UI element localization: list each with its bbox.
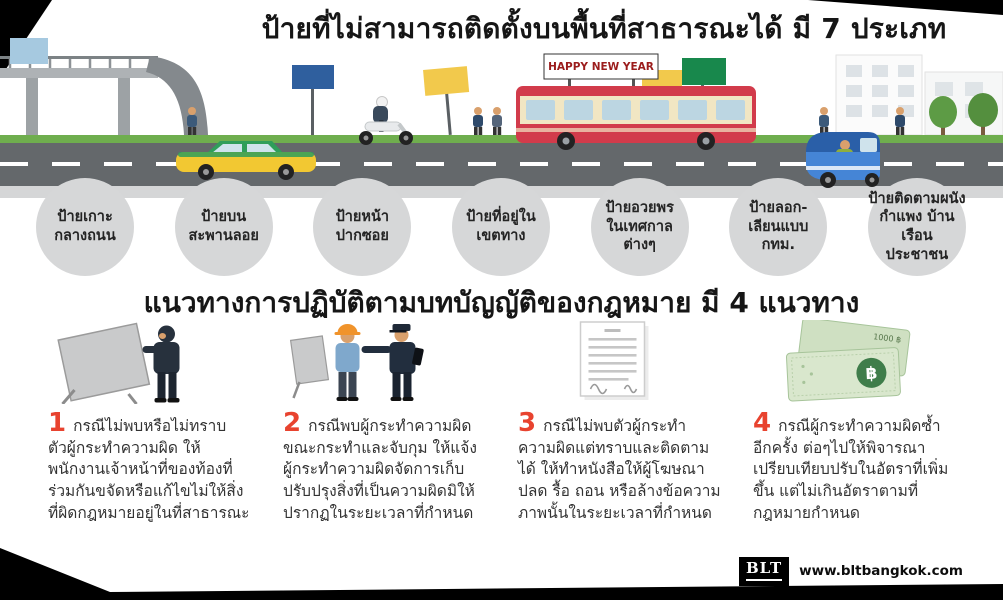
taxi bbox=[176, 141, 316, 180]
trees bbox=[929, 93, 998, 135]
guideline-body: กรณีผู้กระทำความผิดซ้ำอีกครั้ง ต่อๆไปให้… bbox=[753, 417, 949, 522]
tuktuk bbox=[806, 132, 880, 188]
sign-type-circle: ป้ายเกาะ กลางถนน bbox=[36, 178, 134, 276]
guideline-body: กรณีไม่พบหรือไม่ทราบตัวผู้กระทำความผิด ใ… bbox=[48, 417, 250, 522]
sign-type-list: ป้ายเกาะ กลางถนน ป้ายบน สะพานลอย ป้ายหน้… bbox=[36, 178, 966, 276]
sign-type-circle: ป้ายติดตามผนัง กำแพง บ้านเรือน ประชาชน bbox=[867, 178, 966, 276]
blt-logo-underline bbox=[746, 578, 783, 581]
fine-banknotes-icon: 1000 ฿ ฿ bbox=[753, 316, 956, 404]
pedestrian-bridge bbox=[0, 56, 208, 135]
roadside-sign-blue bbox=[292, 65, 334, 135]
sign-type-circle: ป้ายหน้า ปากซอย bbox=[313, 178, 412, 276]
legal-notice-document-icon bbox=[518, 316, 721, 404]
pedestrian bbox=[187, 107, 197, 135]
sign-type-label: ป้ายติดตามผนัง กำแพง บ้านเรือน ประชาชน bbox=[868, 190, 966, 263]
pedestrians bbox=[187, 107, 905, 135]
guideline-number: 1 bbox=[48, 408, 67, 438]
sign-type-circle: ป้ายบน สะพานลอย bbox=[174, 178, 273, 276]
guideline-number: 2 bbox=[283, 408, 302, 438]
pedestrian bbox=[492, 107, 502, 135]
pedestrian bbox=[473, 107, 483, 135]
footer: BLT www.bltbangkok.com bbox=[739, 557, 963, 586]
person-carrying-sign-icon bbox=[48, 316, 251, 404]
banknote-value: 1000 ฿ bbox=[873, 332, 902, 344]
guideline-body: กรณีไม่พบตัวผู้กระทำความผิดแต่ทราบและติด… bbox=[518, 417, 721, 522]
grass-strip bbox=[0, 135, 1003, 143]
street-scene-illustration: HAPPY NEW YEAR bbox=[0, 38, 1003, 198]
bridge-sign bbox=[10, 38, 48, 64]
sign-type-label: ป้ายบน สะพานลอย bbox=[188, 209, 259, 244]
pedestrian bbox=[819, 107, 829, 135]
page-title: ป้ายที่ไม่สามารถติดตั้งบนพื้นที่สาธารณะไ… bbox=[261, 12, 947, 45]
officer-arresting-offender-icon bbox=[283, 316, 486, 404]
guideline-number: 3 bbox=[518, 408, 537, 438]
guideline-number: 4 bbox=[753, 408, 772, 438]
sign-type-circle: ป้ายที่อยู่ใน เขตทาง bbox=[451, 178, 550, 276]
sign-type-label: ป้ายอวยพร ในเทศกาล ต่างๆ bbox=[605, 200, 674, 254]
sign-type-label: ป้ายหน้า ปากซอย bbox=[335, 209, 390, 244]
sign-type-label: ป้ายเกาะ กลางถนน bbox=[54, 209, 116, 244]
sign-type-circle: ป้ายลอก- เลียนแบบ กทม. bbox=[729, 178, 828, 276]
pedestrian bbox=[895, 107, 905, 135]
blt-logo: BLT bbox=[739, 557, 790, 586]
baht-symbol: ฿ bbox=[865, 364, 878, 385]
sign-type-circle: ป้ายอวยพร ในเทศกาล ต่างๆ bbox=[590, 178, 689, 276]
section-title: แนวทางการปฏิบัติตามบทบัญญัติของกฎหมาย มี… bbox=[143, 286, 860, 319]
website-url: www.bltbangkok.com bbox=[799, 563, 963, 580]
bus: HAPPY NEW YEAR bbox=[516, 53, 756, 150]
sign-type-label: ป้ายที่อยู่ใน เขตทาง bbox=[466, 209, 536, 244]
sign-type-label: ป้ายลอก- เลียนแบบ กทม. bbox=[748, 200, 809, 254]
guideline-body: กรณีพบผู้กระทำความผิดขณะกระทำและจับกุม ใ… bbox=[283, 417, 477, 522]
roadside-banner-yellow-1 bbox=[423, 66, 470, 135]
motorcycle bbox=[359, 96, 413, 145]
bus-banner-text: HAPPY NEW YEAR bbox=[548, 61, 654, 73]
blt-logo-text: BLT bbox=[746, 559, 783, 577]
